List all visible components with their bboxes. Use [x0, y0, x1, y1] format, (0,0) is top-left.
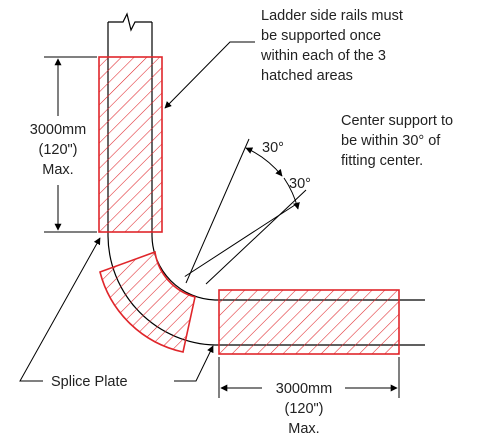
vertical-dimension: 3000mm (120") Max. — [30, 56, 97, 233]
angle-label-upper: 30° — [262, 140, 284, 156]
hatched-area-vertical — [98, 56, 163, 233]
center-note-line-3: fitting center. — [341, 153, 423, 169]
ladder-rails-callout: Ladder side rails must be supported once… — [164, 8, 403, 109]
center-support-callout: Center support to be within 30° of fitti… — [341, 113, 453, 169]
angle-label-lower: 30° — [289, 176, 311, 192]
horizontal-dim-imperial: (120") — [285, 401, 324, 417]
vertical-dim-max: Max. — [42, 162, 73, 178]
vertical-dim-value: 3000mm — [30, 122, 86, 138]
vertical-dim-imperial: (120") — [39, 142, 78, 158]
callout-line-3: within each of the 3 — [260, 48, 386, 64]
horizontal-dimension: 3000mm (120") Max. — [218, 357, 400, 437]
center-note-line-2: be within 30° of — [341, 133, 441, 149]
callout-line-4: hatched areas — [261, 68, 353, 84]
horizontal-dim-value: 3000mm — [276, 381, 332, 397]
splice-plate-callout: Splice Plate — [19, 237, 214, 390]
hatched-area-curve — [99, 250, 196, 353]
hatched-area-horizontal — [218, 289, 400, 355]
center-note-line-1: Center support to — [341, 113, 453, 129]
horizontal-dim-max: Max. — [288, 421, 319, 437]
callout-line-1: Ladder side rails must — [261, 8, 403, 24]
splice-plate-label: Splice Plate — [51, 374, 128, 390]
break-symbol — [108, 12, 152, 32]
angle-lines — [184, 138, 307, 285]
callout-line-2: be supported once — [261, 28, 381, 44]
